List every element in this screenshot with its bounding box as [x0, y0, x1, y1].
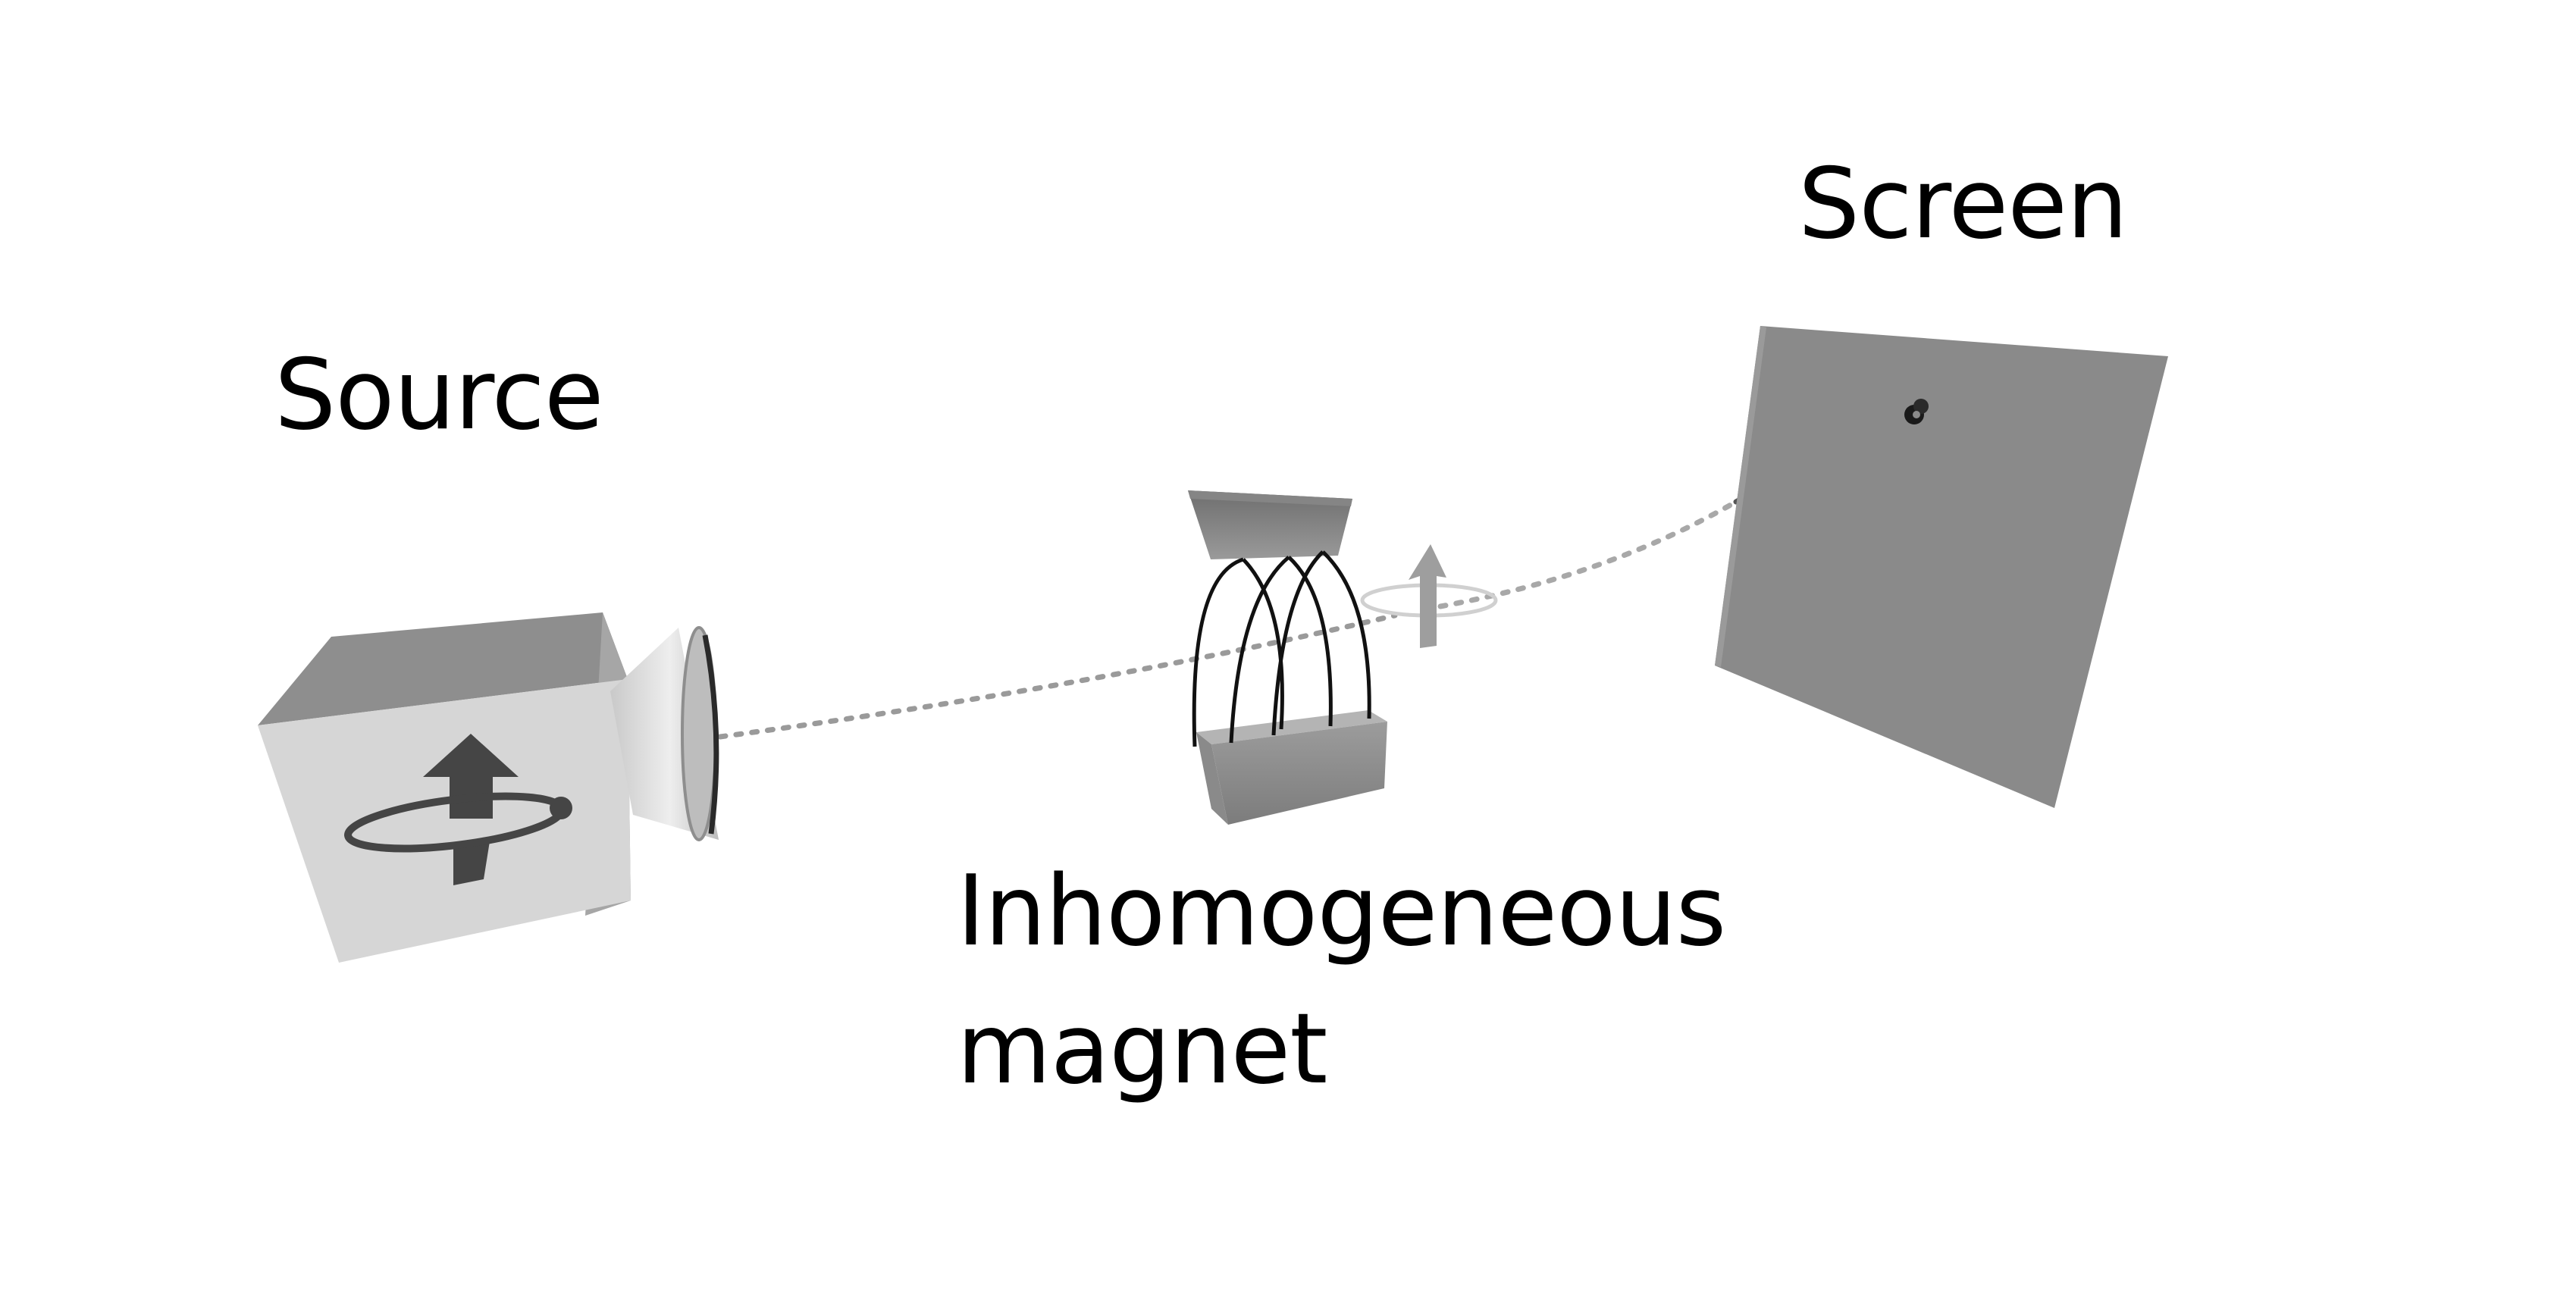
magnet-bottom-pole: [1196, 710, 1387, 825]
magnet-label-line2: magnet: [957, 993, 1327, 1106]
beam-segment-magnet-to-screen: [1437, 499, 1739, 609]
beam-segment-source-to-magnet: [717, 612, 1398, 740]
magnet-label: Inhomogeneous magnet: [957, 843, 1726, 1119]
magnetic-field-lines: [1192, 550, 1371, 747]
magnet-top-pole: [1188, 490, 1352, 559]
magnet-label-line1: Inhomogeneous: [957, 855, 1726, 968]
screen-panel: [1715, 326, 2168, 808]
inhomogeneous-magnet: [1188, 490, 1387, 825]
screen-label: Screen: [1798, 148, 2128, 261]
source-label: Source: [274, 339, 604, 452]
cone-emitter-icon: [610, 626, 719, 841]
source-box-front: [258, 679, 631, 963]
source-box: [258, 612, 631, 963]
impact-dot-icon: [1904, 399, 1929, 424]
source-box-top: [258, 612, 628, 725]
spin-up-arrow-icon: [1360, 544, 1498, 648]
spin-arrow-icon: [344, 734, 572, 885]
